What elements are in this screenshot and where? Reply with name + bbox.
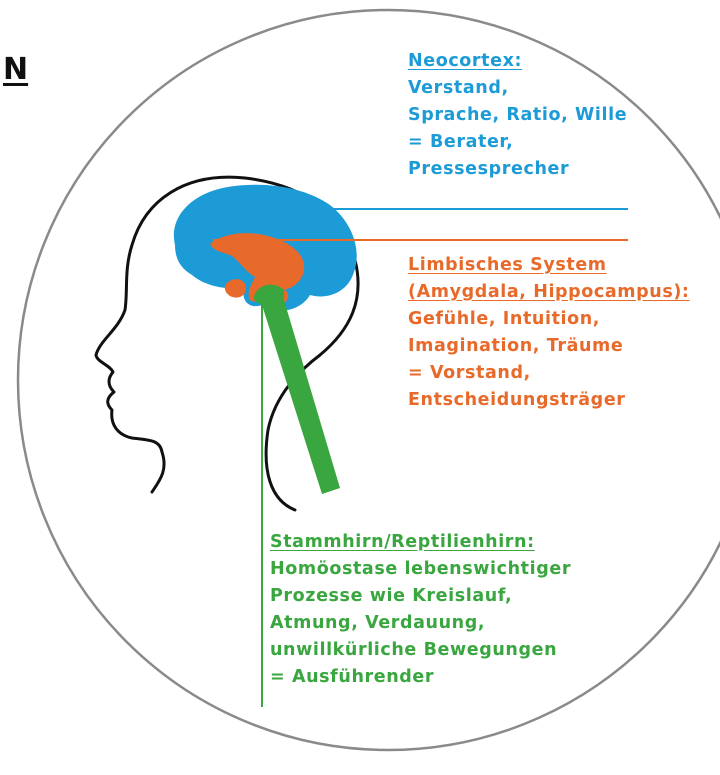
- stem-line: Prozesse wie Kreislauf,: [270, 586, 513, 606]
- limbic-line: Gefühle, Intuition,: [408, 309, 601, 329]
- stem-line: Homöostase lebenswichtiger: [270, 559, 572, 579]
- limbic-label: Limbisches System (Amygdala, Hippocampus…: [408, 252, 690, 414]
- limbic-title: (Amygdala, Hippocampus):: [408, 282, 690, 302]
- neocortex-line: Sprache, Ratio, Wille: [408, 105, 628, 125]
- neocortex-title: Neocortex:: [408, 51, 523, 71]
- corner-letter: N: [3, 52, 29, 87]
- stem-line: unwillkürliche Bewegungen: [270, 640, 558, 660]
- neocortex-line: Pressesprecher: [408, 159, 570, 179]
- limbic-line: Imagination, Träume: [408, 336, 624, 356]
- limbic-line: Entscheidungsträger: [408, 390, 626, 410]
- stem-label: Stammhirn/Reptilienhirn: Homöostase lebe…: [270, 529, 571, 691]
- limbic-line: = Vorstand,: [408, 363, 531, 383]
- head-outline: [94, 175, 360, 512]
- stem-line: = Ausführender: [270, 667, 435, 687]
- limbic-title: Limbisches System: [408, 255, 607, 275]
- neocortex-label: Neocortex: Verstand, Sprache, Ratio, Wil…: [408, 48, 627, 183]
- neocortex-line: Verstand,: [408, 78, 509, 98]
- brainstem-region: [254, 284, 340, 494]
- limbic-region: [210, 233, 305, 302]
- neocortex-line: = Berater,: [408, 132, 514, 152]
- stem-line: Atmung, Verdauung,: [270, 613, 486, 633]
- stem-title: Stammhirn/Reptilienhirn:: [270, 532, 535, 552]
- frame-circle: [16, 8, 720, 752]
- amygdala-region: [224, 279, 246, 298]
